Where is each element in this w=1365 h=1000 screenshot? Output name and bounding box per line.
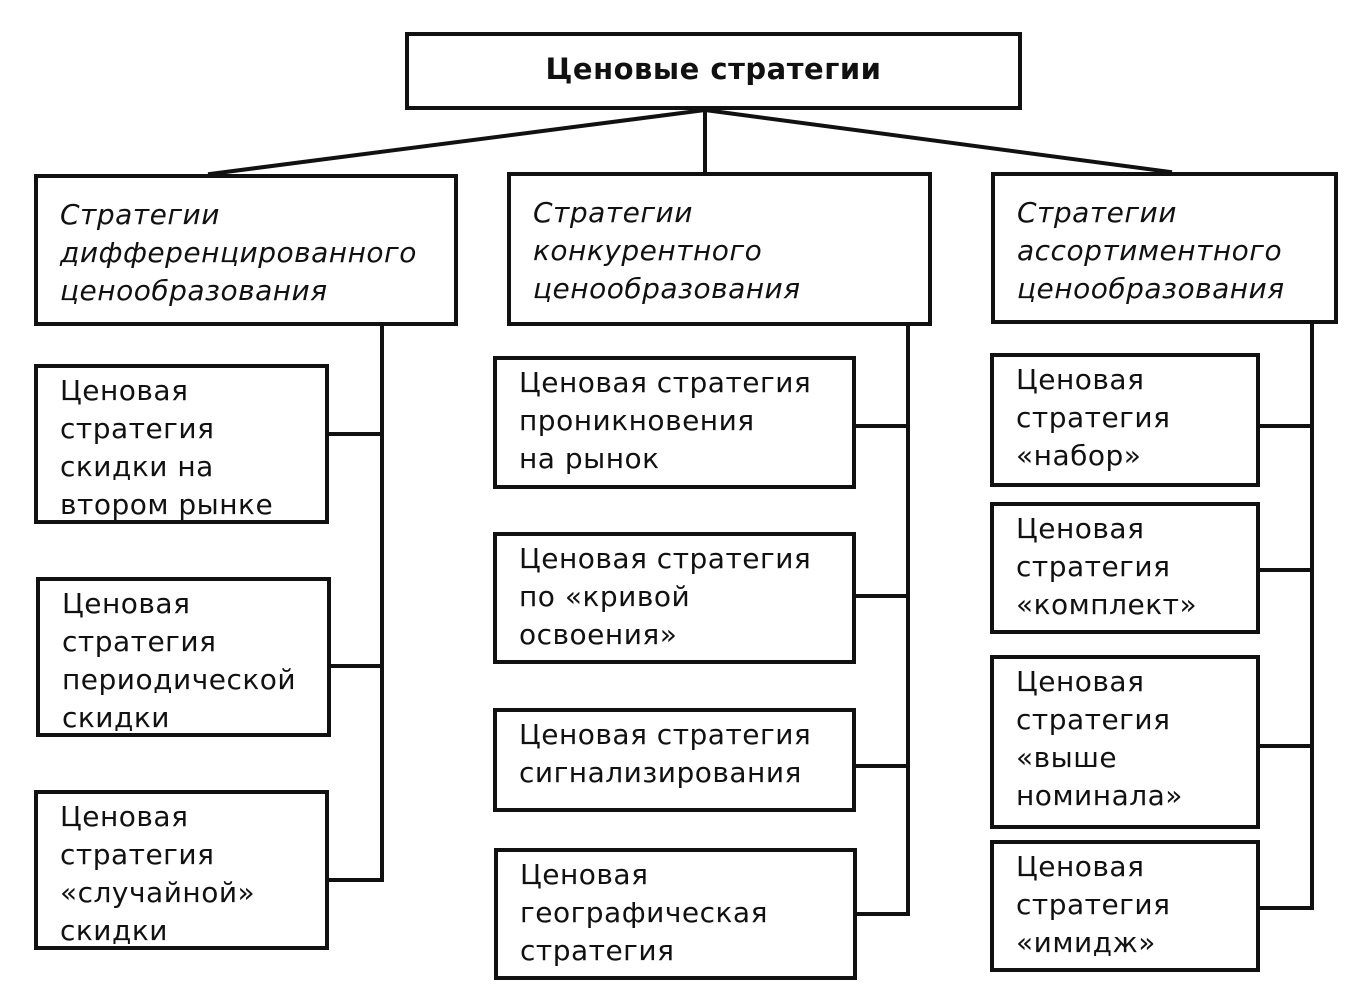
root-node: Ценовые стратегии (405, 32, 1022, 110)
strategy-above-nominal: Ценовая стратегия «выше номинала» (990, 655, 1260, 829)
category-differentiated-pricing: Стратегии дифференцированного ценообразо… (34, 174, 458, 326)
category-assortment-pricing: Стратегии ассортиментного ценообразовани… (991, 172, 1338, 324)
strategy-geographic: Ценовая географическая стратегия (494, 848, 857, 980)
strategy-random-discount: Ценовая стратегия «случайной» скидки (34, 790, 329, 950)
strategy-learning-curve: Ценовая стратегия по «кривой освоения» (493, 532, 856, 664)
strategy-signaling: Ценовая стратегия сигнализирования (493, 708, 856, 812)
category-competitive-pricing: Стратегии конкурентного ценообразования (507, 172, 932, 326)
strategy-set: Ценовая стратегия «набор» (990, 353, 1260, 487)
connector-root-to-category-3 (702, 107, 1173, 175)
strategy-periodic-discount: Ценовая стратегия периодической скидки (36, 577, 331, 737)
strategy-image: Ценовая стратегия «имидж» (990, 840, 1260, 972)
strategy-bundle: Ценовая стратегия «комплект» (990, 502, 1260, 634)
connector-root-to-category-1 (207, 107, 708, 177)
strategy-market-penetration: Ценовая стратегия проникновения на рынок (493, 356, 856, 489)
strategy-second-market-discount: Ценовая стратегия скидки на втором рынке (34, 364, 329, 524)
